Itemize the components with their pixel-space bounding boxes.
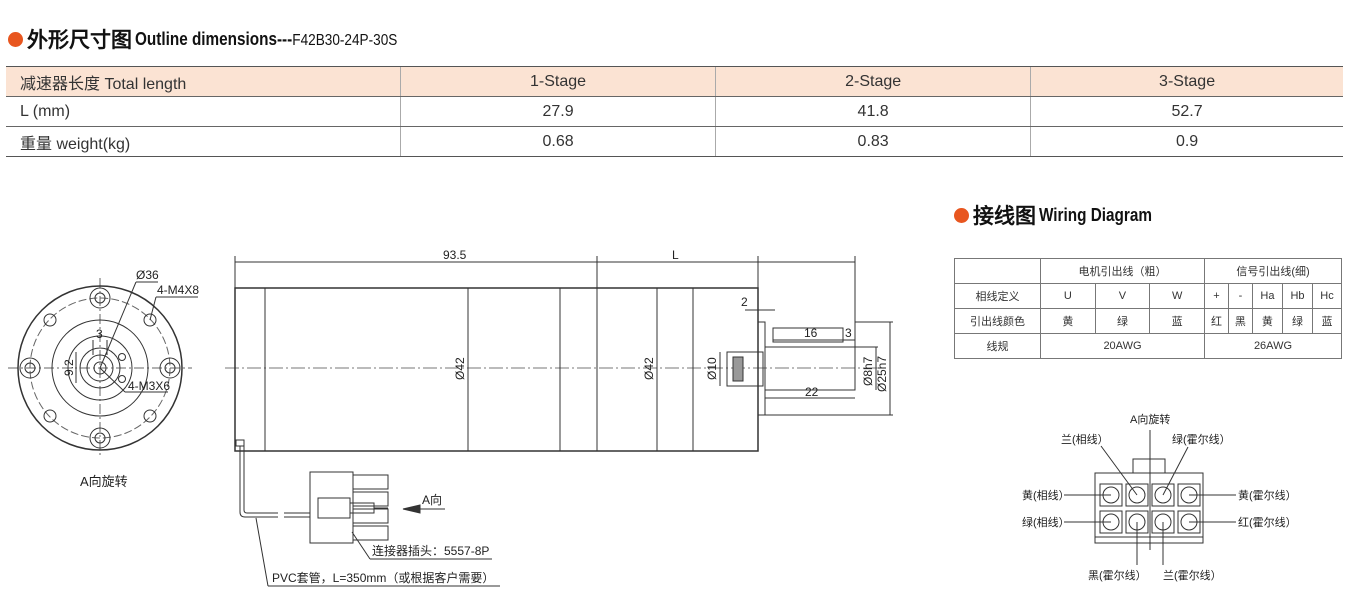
pin-label: 兰(霍尔线） xyxy=(1163,568,1222,582)
model-number: F42B30-24P-30S xyxy=(292,31,398,49)
bullet-icon xyxy=(954,207,969,223)
table-cell: 绿 xyxy=(1281,308,1314,334)
connector-pinout: A向旋转 兰(相线） 绿(霍尔线） 黄(相线） 绿(相线） 黄(霍尔线） 红(霍… xyxy=(1022,412,1297,582)
dim-d10: Ø10 xyxy=(705,357,719,380)
title-cn: 接线图 xyxy=(973,205,1036,228)
table-cell: Hc xyxy=(1312,283,1342,309)
table-row: 电机引出线（粗） 信号引出线(细) xyxy=(954,258,1343,284)
dim-9-2: 9.2 xyxy=(62,359,76,376)
row-label: 相线定义 xyxy=(954,283,1041,309)
pin-label: 黑(霍尔线） xyxy=(1088,568,1147,582)
header-cell: 1-Stage xyxy=(399,66,716,97)
empty-cell xyxy=(954,258,1041,284)
group-header: 电机引出线（粗） xyxy=(1040,258,1205,284)
title-en-text: Outline dimensions--- xyxy=(135,28,293,49)
wiring-section-title: 接线图 Wiring Diagram xyxy=(954,200,1172,230)
pin-label: 绿(霍尔线） xyxy=(1172,432,1231,446)
side-view: 93.5 L Ø42 Ø42 Ø10 2 16 3 22 Ø8h7 Ø25h7 xyxy=(225,248,893,452)
pin-label: 红(霍尔线） xyxy=(1238,515,1297,529)
table-cell: U xyxy=(1040,283,1096,309)
bullet-icon xyxy=(8,31,23,47)
table-cell: 0.9 xyxy=(1030,126,1343,157)
bolt-holes xyxy=(19,287,181,449)
pin-label: 黄(霍尔线） xyxy=(1238,488,1297,502)
table-cell: Ha xyxy=(1251,283,1283,309)
dim-3: 3 xyxy=(845,326,852,340)
header-cell: 2-Stage xyxy=(715,66,1031,97)
pin-label: A向旋转 xyxy=(1130,412,1170,426)
table-cell: + xyxy=(1203,283,1229,309)
table-header-row: 减速器长度 Total length 1-Stage 2-Stage 3-Sta… xyxy=(6,66,1343,97)
table-row: 引出线颜色 黄 绿 蓝 红 黑 黄 绿 蓝 xyxy=(954,308,1342,334)
dim-d8h7: Ø8h7 xyxy=(861,356,875,386)
connector-plug-label: 连接器插头：5557-8P xyxy=(372,543,489,558)
dim-16: 16 xyxy=(804,326,818,340)
front-view: Ø36 4-M4X8 3 9.2 4-M3X6 A向旋转 xyxy=(8,268,199,489)
outline-section-title: 外形尺寸图 Outline dimensions---F42B30-24P-30… xyxy=(8,24,444,54)
row-label: 引出线颜色 xyxy=(954,308,1041,334)
header-cell: 3-Stage xyxy=(1030,66,1343,97)
front-view-caption: A向旋转 xyxy=(80,474,128,489)
table-cell: 20AWG xyxy=(1040,333,1205,359)
title-en: Wiring Diagram xyxy=(1039,204,1152,225)
title-en: Outline dimensions---F42B30-24P-30S xyxy=(135,29,397,50)
dim-d25h7: Ø25h7 xyxy=(875,356,889,392)
row-label: 线规 xyxy=(954,333,1041,359)
row-label: L (mm) xyxy=(6,96,401,127)
dim-d42: Ø42 xyxy=(642,357,656,380)
table-row: 重量 weight(kg) 0.68 0.83 0.9 xyxy=(6,126,1343,157)
dim-d42: Ø42 xyxy=(453,357,467,380)
dim-22: 22 xyxy=(805,385,819,399)
dim-93-5: 93.5 xyxy=(443,248,467,262)
table-cell: 26AWG xyxy=(1203,333,1343,359)
wiring-table: 电机引出线（粗） 信号引出线(细) 相线定义 U V W + - Ha Hb H… xyxy=(954,258,1343,359)
row-label: 重量 weight(kg) xyxy=(6,126,401,157)
cable-connector: A向 连接器插头：5557-8P PVC套管，L=350mm（或根据客户需要） xyxy=(235,439,500,587)
dim-d36: Ø36 xyxy=(136,268,159,282)
pvc-sleeve-label: PVC套管，L=350mm（或根据客户需要） xyxy=(272,570,494,585)
dim-m4: 4-M4X8 xyxy=(157,283,199,297)
table-cell: 蓝 xyxy=(1312,308,1342,334)
dim-2: 2 xyxy=(741,295,748,309)
table-row: 线规 20AWG 26AWG xyxy=(954,333,1343,359)
dimension-table: 减速器长度 Total length 1-Stage 2-Stage 3-Sta… xyxy=(6,66,1343,157)
table-cell: 0.83 xyxy=(715,126,1031,157)
direction-a-label: A向 xyxy=(422,492,442,507)
title-cn: 外形尺寸图 xyxy=(27,29,132,52)
pin-label: 黄(相线） xyxy=(1022,488,1070,502)
pin-label: 绿(相线） xyxy=(1022,515,1070,529)
table-cell: 绿 xyxy=(1094,308,1151,334)
dim-m3: 4-M3X6 xyxy=(128,379,170,393)
dim-l: L xyxy=(672,248,679,262)
group-header: 信号引出线(细) xyxy=(1203,258,1343,284)
dim-3: 3 xyxy=(96,327,103,341)
table-cell: 0.68 xyxy=(399,126,716,157)
pin-label: 兰(相线） xyxy=(1061,432,1109,446)
table-cell: 41.8 xyxy=(715,96,1031,127)
